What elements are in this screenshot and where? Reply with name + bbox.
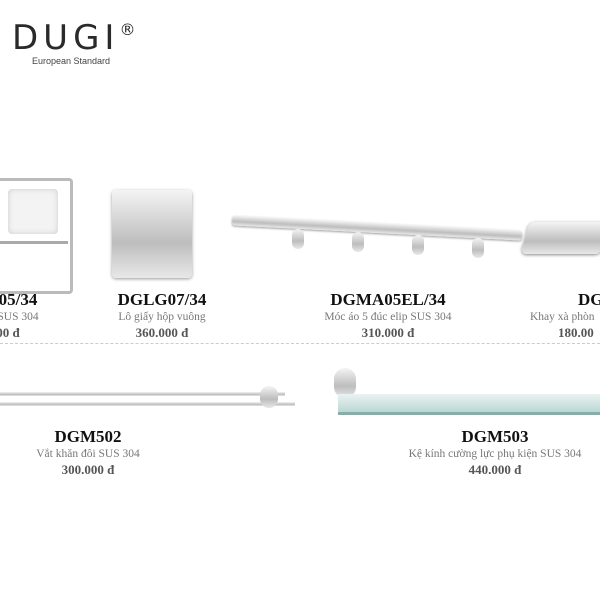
product-desc: SUS 304 <box>0 311 39 323</box>
product-price: 440.000 đ <box>468 462 522 477</box>
product-desc: Lô giấy hộp vuông <box>118 311 206 323</box>
product-code: DGM503 <box>461 427 529 446</box>
brand-name: DUGI <box>12 18 120 58</box>
product-price: 360.000 đ <box>135 325 189 340</box>
product-code: DGM5 <box>578 290 600 309</box>
paper-holder-image <box>112 190 192 278</box>
registered-mark: ® <box>119 20 136 39</box>
double-towel-bar-image <box>0 386 298 410</box>
product-caption: DGLG07/34 Lô giấy hộp vuông 360.000 đ <box>42 290 282 341</box>
product-price: 310.000 đ <box>361 325 415 340</box>
divider <box>0 343 600 344</box>
product-caption: DGMA05EL/34 Móc áo 5 đúc elip SUS 304 31… <box>268 290 508 341</box>
product-price: 180.00 <box>558 325 594 340</box>
product-caption: 05/34 SUS 304 00 đ <box>0 290 108 341</box>
product-desc: Kệ kính cường lực phụ kiện SUS 304 <box>408 448 582 460</box>
product-caption: DGM502 Vắt khăn đôi SUS 304 300.000 đ <box>0 427 208 478</box>
product-code: 05/34 <box>0 290 38 309</box>
glass-shelf-image <box>334 368 600 418</box>
product-price: 300.000 đ <box>61 462 115 477</box>
hook-rail-image <box>231 215 523 258</box>
product-code: DGMA05EL/34 <box>330 290 446 309</box>
cup-holder-image <box>0 178 73 294</box>
product-code: DGM502 <box>54 427 122 446</box>
product-desc: Vắt khăn đôi SUS 304 <box>36 448 140 460</box>
product-caption: DGM503 Kệ kính cường lực phụ kiện SUS 30… <box>375 427 600 478</box>
soap-tray-image <box>520 222 600 254</box>
product-code: DGLG07/34 <box>117 290 207 309</box>
product-desc: Khay xà phòn <box>530 311 595 323</box>
brand-logo: DUGI® European Standard <box>12 18 135 66</box>
product-price: 00 đ <box>0 325 20 340</box>
product-caption: DGM5 Khay xà phòn 180.00 <box>530 290 600 341</box>
brand-tagline: European Standard <box>32 56 111 66</box>
product-desc: Móc áo 5 đúc elip SUS 304 <box>324 311 452 323</box>
